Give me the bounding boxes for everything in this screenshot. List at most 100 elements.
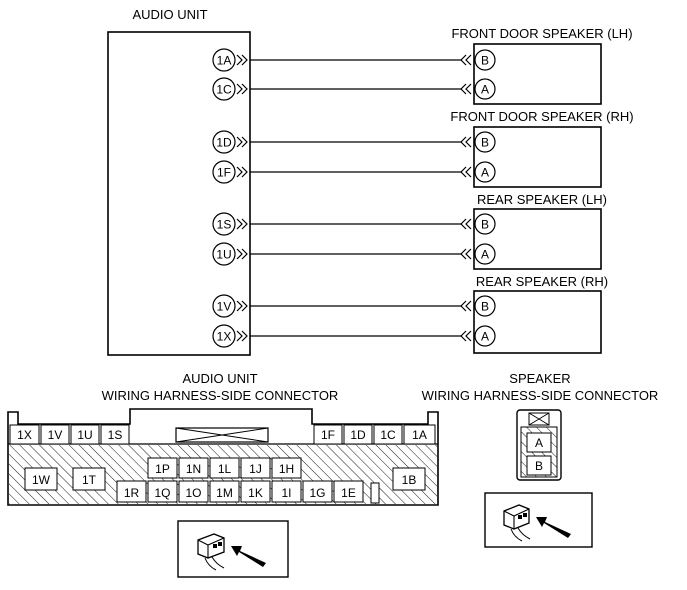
term-1q: 1Q [147,480,178,503]
svg-text:B: B [481,300,489,314]
rear-lh-pin-b: B [474,213,496,235]
audio-pin-1f: 1F [212,160,236,184]
term-1u: 1U [70,424,100,445]
audio-unit-box [107,31,251,356]
svg-text:1X: 1X [217,330,232,344]
svg-text:1H: 1H [279,462,294,476]
audio-pin-1c: 1C [212,77,236,101]
term-1h: 1H [271,457,302,479]
svg-text:1C: 1C [380,428,396,442]
term-1d: 1D [343,424,373,445]
term-1m: 1M [209,480,240,503]
rear-speaker-rh-title: REAR SPEAKER (RH) [476,274,608,289]
svg-text:1X: 1X [17,428,32,442]
term-1n: 1N [178,457,209,479]
svg-text:B: B [481,54,489,68]
rear-lh-pin-a: A [474,243,496,265]
svg-text:A: A [481,330,489,344]
svg-text:1L: 1L [218,462,232,476]
svg-text:1J: 1J [249,462,262,476]
svg-text:1M: 1M [216,486,233,500]
svg-text:1E: 1E [341,486,356,500]
term-1f: 1F [313,424,343,445]
audio-unit-connector: 1X 1V 1U 1S 1F 1D 1C 1A 1P 1N 1L 1J 1H 1… [7,408,439,506]
audio-side-chevrons [236,54,248,342]
speaker-side-chevrons [460,54,472,342]
svg-text:1P: 1P [155,462,170,476]
front-rh-pin-a: A [474,161,496,183]
svg-text:1A: 1A [217,54,232,68]
term-1p: 1P [147,457,178,479]
term-1j: 1J [240,457,271,479]
svg-text:A: A [535,436,543,450]
svg-text:1U: 1U [77,428,92,442]
term-1c: 1C [373,424,403,445]
speaker-term-b: B [526,455,552,476]
svg-text:B: B [481,218,489,232]
term-1t: 1T [72,467,106,491]
svg-text:1I: 1I [281,486,291,500]
connector-view-arrow-icon [177,520,289,578]
term-1r: 1R [116,480,147,503]
term-1s: 1S [100,424,130,445]
front-lh-pin-b: B [474,49,496,71]
front-rh-pin-b: B [474,131,496,153]
svg-text:1Q: 1Q [154,486,170,500]
audio-pin-1v: 1V [212,294,236,318]
svg-text:B: B [535,459,543,473]
audio-connector-title-2: WIRING HARNESS-SIDE CONNECTOR [102,388,339,403]
term-1e: 1E [333,480,364,503]
term-1a: 1A [403,424,436,445]
rear-speaker-lh-title: REAR SPEAKER (LH) [477,192,607,207]
connector-view-arrow-icon [484,492,593,548]
svg-text:1A: 1A [412,428,427,442]
svg-text:1K: 1K [248,486,263,500]
svg-text:1S: 1S [108,428,123,442]
svg-text:1F: 1F [217,166,231,180]
svg-text:1U: 1U [216,248,231,262]
front-lh-pin-a: A [474,78,496,100]
term-1x: 1X [9,424,40,445]
audio-connector-title-1: AUDIO UNIT [182,371,257,386]
speaker-connector-title-2: WIRING HARNESS-SIDE CONNECTOR [422,388,659,403]
svg-text:1D: 1D [216,136,232,150]
audio-pin-1d: 1D [212,130,236,154]
audio-unit-title: AUDIO UNIT [132,7,207,22]
svg-text:A: A [481,166,489,180]
svg-text:1D: 1D [350,428,366,442]
speaker-connector-title-1: SPEAKER [509,371,570,386]
svg-text:1R: 1R [124,486,140,500]
svg-text:1F: 1F [321,428,335,442]
term-1b: 1B [392,467,426,491]
term-1g: 1G [302,480,333,503]
term-1i: 1I [271,480,302,503]
front-door-speaker-lh-title: FRONT DOOR SPEAKER (LH) [451,26,632,41]
rear-speaker-rh-box [473,290,602,354]
svg-text:1B: 1B [402,473,417,487]
audio-pin-1s: 1S [212,212,236,236]
svg-text:B: B [481,136,489,150]
svg-text:1O: 1O [185,486,201,500]
svg-text:1C: 1C [216,83,232,97]
rear-rh-pin-b: B [474,295,496,317]
svg-text:1T: 1T [82,473,97,487]
speaker-connector: A B [516,409,562,481]
term-1l: 1L [209,457,240,479]
harness-wires [250,59,462,337]
front-door-speaker-rh-title: FRONT DOOR SPEAKER (RH) [450,109,633,124]
svg-text:1N: 1N [186,462,201,476]
speaker-term-a: A [526,432,552,453]
svg-text:A: A [481,248,489,262]
audio-pin-1x: 1X [212,324,236,348]
rear-rh-pin-a: A [474,325,496,347]
term-1w: 1W [24,467,58,491]
svg-text:1V: 1V [217,300,232,314]
svg-text:1V: 1V [48,428,63,442]
term-1o: 1O [178,480,209,503]
svg-text:1S: 1S [217,218,232,232]
svg-text:1G: 1G [309,486,325,500]
audio-pin-1u: 1U [212,242,236,266]
term-1k: 1K [240,480,271,503]
svg-text:1W: 1W [32,473,51,487]
